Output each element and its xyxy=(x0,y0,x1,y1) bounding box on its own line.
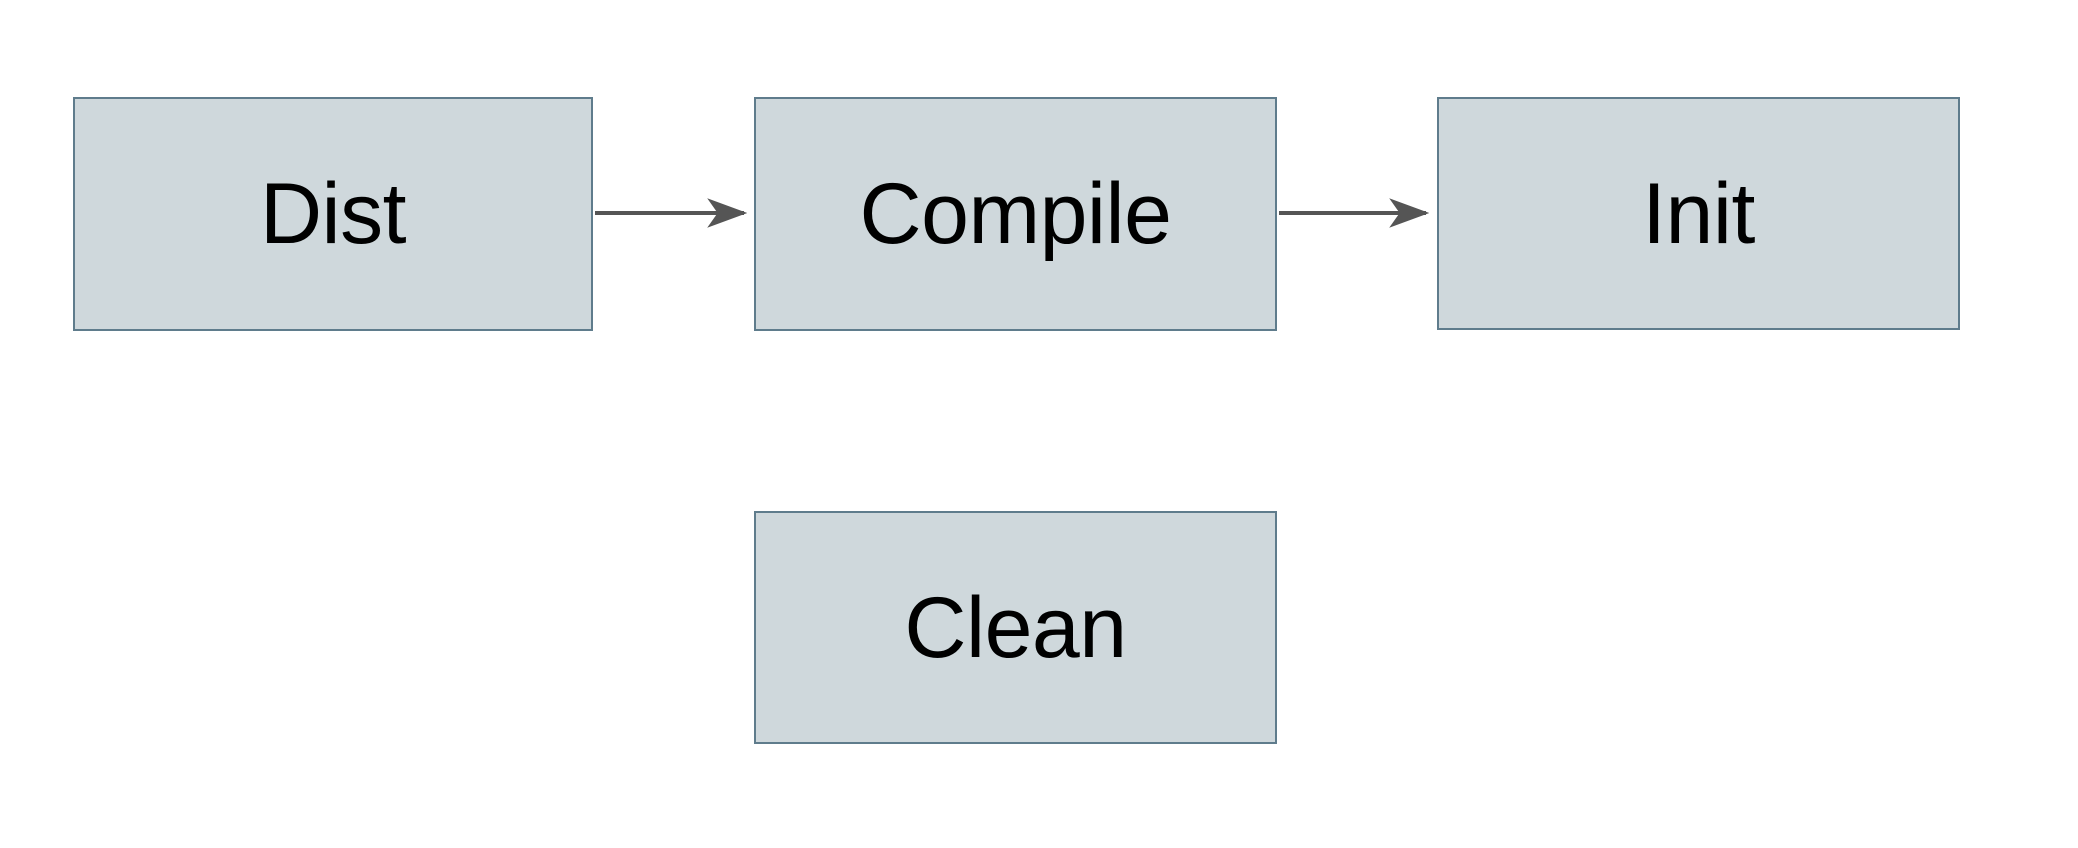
node-dist-label: Dist xyxy=(259,166,407,262)
node-init[interactable]: Init xyxy=(1437,97,1960,330)
node-clean[interactable]: Clean xyxy=(754,511,1277,744)
node-compile[interactable]: Compile xyxy=(754,97,1277,331)
node-clean-label: Clean xyxy=(904,579,1127,676)
node-compile-label: Compile xyxy=(859,166,1172,262)
node-dist[interactable]: Dist xyxy=(73,97,593,331)
node-init-label: Init xyxy=(1642,165,1755,262)
